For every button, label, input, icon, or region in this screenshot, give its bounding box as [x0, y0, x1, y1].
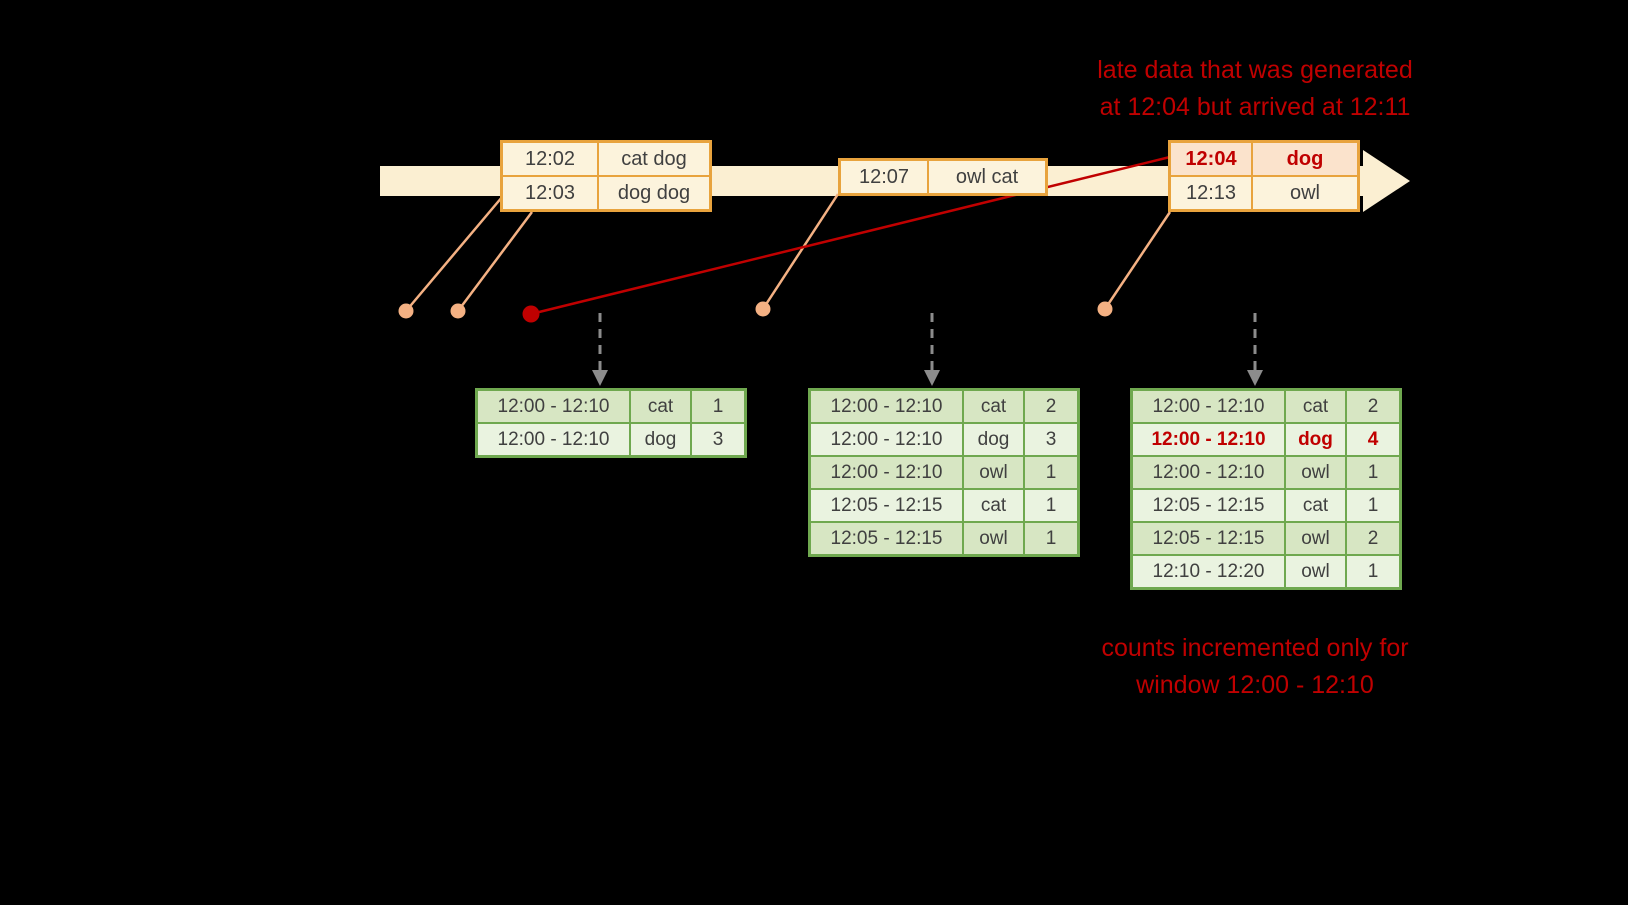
table-row: 12:02 cat dog: [500, 140, 712, 177]
window-cell: 12:05 - 12:15: [808, 488, 964, 523]
word-cell: owl: [1284, 554, 1347, 590]
counts-annotation-line2: window 12:00 - 12:10: [1136, 671, 1374, 699]
connector-line-1207: [761, 193, 840, 310]
table-row: 12:05 - 12:15 cat 1: [808, 488, 1080, 523]
count-cell: 3: [1023, 422, 1080, 457]
table-row: 12:05 - 12:15 cat 1: [1130, 488, 1402, 523]
word-cell: cat: [962, 388, 1025, 424]
count-cell: 2: [1345, 521, 1402, 556]
count-cell: 1: [690, 388, 747, 424]
table-row: 12:00 - 12:10 dog 3: [475, 422, 747, 458]
count-cell: 4: [1345, 422, 1402, 457]
arrival-dot-1203: [450, 303, 466, 319]
trigger-arrow-head-3: [1247, 370, 1263, 386]
table-row: 12:10 - 12:20 owl 1: [1130, 554, 1402, 590]
count-cell: 1: [1345, 455, 1402, 490]
event-words-cell: owl: [1251, 175, 1360, 212]
event-words-cell: owl cat: [927, 158, 1048, 196]
window-cell: 12:05 - 12:15: [808, 521, 964, 557]
late-data-dot: [522, 305, 540, 323]
table-row: 12:05 - 12:15 owl 2: [1130, 521, 1402, 556]
count-cell: 2: [1345, 388, 1402, 424]
count-cell: 2: [1023, 388, 1080, 424]
counts-annotation-line1: counts incremented only for: [1101, 634, 1409, 662]
window-cell: 12:00 - 12:10: [1130, 455, 1286, 490]
table-row: 12:00 - 12:10 owl 1: [1130, 455, 1402, 490]
count-cell: 1: [1023, 488, 1080, 523]
event-time-cell: 12:03: [500, 175, 599, 212]
arrival-dot-1207: [755, 301, 771, 317]
word-cell: owl: [962, 521, 1025, 557]
word-cell: dog: [629, 422, 692, 458]
result-table-1: 12:00 - 12:10 cat 1 12:00 - 12:10 dog 3: [475, 388, 747, 458]
count-cell: 1: [1023, 521, 1080, 557]
count-cell: 1: [1345, 554, 1402, 590]
event-table-1213: 12:04 dog 12:13 owl: [1168, 140, 1360, 212]
table-row: 12:03 dog dog: [500, 175, 712, 212]
event-words-cell: dog dog: [597, 175, 712, 212]
event-time-cell: 12:07: [838, 158, 929, 196]
word-cell: cat: [962, 488, 1025, 523]
event-time-cell: 12:02: [500, 140, 599, 177]
table-row: 12:00 - 12:10 cat 1: [475, 388, 747, 424]
window-cell: 12:00 - 12:10: [1130, 422, 1286, 457]
late-event-row: 12:04 dog: [1168, 140, 1360, 177]
trigger-arrow-head-2: [924, 370, 940, 386]
counts-annotation: counts incremented only for window 12:00…: [1035, 630, 1475, 704]
result-table-3: 12:00 - 12:10 cat 2 12:00 - 12:10 dog 4 …: [1130, 388, 1402, 590]
count-cell: 3: [690, 422, 747, 458]
table-row: 12:00 - 12:10 owl 1: [808, 455, 1080, 490]
timeline-arrow-head: [1363, 150, 1410, 212]
table-row: 12:05 - 12:15 owl 1: [808, 521, 1080, 557]
connector-line-1213: [1103, 211, 1172, 310]
word-cell: owl: [1284, 521, 1347, 556]
arrival-dot-1202: [398, 303, 414, 319]
word-cell: cat: [1284, 488, 1347, 523]
arrival-dot-1213: [1097, 301, 1113, 317]
result-table-2: 12:00 - 12:10 cat 2 12:00 - 12:10 dog 3 …: [808, 388, 1080, 557]
word-cell: cat: [629, 388, 692, 424]
event-words-cell: dog: [1251, 140, 1360, 177]
late-data-annotation: late data that was generated at 12:04 bu…: [1035, 52, 1475, 126]
trigger-arrow-head-1: [592, 370, 608, 386]
table-row: 12:00 - 12:10 dog 3: [808, 422, 1080, 457]
window-cell: 12:05 - 12:15: [1130, 488, 1286, 523]
window-cell: 12:00 - 12:10: [808, 455, 964, 490]
table-row: 12:00 - 12:10 cat 2: [808, 388, 1080, 424]
event-time-cell: 12:13: [1168, 175, 1253, 212]
window-cell: 12:00 - 12:10: [1130, 388, 1286, 424]
connector-line-1202: [405, 189, 509, 312]
late-data-annotation-line1: late data that was generated: [1097, 56, 1413, 84]
word-cell: dog: [1284, 422, 1347, 457]
word-cell: owl: [962, 455, 1025, 490]
word-cell: owl: [1284, 455, 1347, 490]
window-cell: 12:10 - 12:20: [1130, 554, 1286, 590]
word-cell: cat: [1284, 388, 1347, 424]
word-cell: dog: [962, 422, 1025, 457]
window-cell: 12:00 - 12:10: [808, 422, 964, 457]
window-cell: 12:00 - 12:10: [808, 388, 964, 424]
late-data-annotation-line2: at 12:04 but arrived at 12:11: [1099, 93, 1411, 121]
event-time-cell: 12:04: [1168, 140, 1253, 177]
connector-line-1203: [456, 211, 534, 312]
count-cell: 1: [1345, 488, 1402, 523]
updated-count-row: 12:00 - 12:10 dog 4: [1130, 422, 1402, 457]
count-cell: 1: [1023, 455, 1080, 490]
window-cell: 12:00 - 12:10: [475, 388, 631, 424]
table-row: 12:13 owl: [1168, 175, 1360, 212]
event-table-1207: 12:07 owl cat: [838, 158, 1048, 196]
event-words-cell: cat dog: [597, 140, 712, 177]
event-table-1202: 12:02 cat dog 12:03 dog dog: [500, 140, 712, 212]
table-row: 12:00 - 12:10 cat 2: [1130, 388, 1402, 424]
table-row: 12:07 owl cat: [838, 158, 1048, 196]
window-cell: 12:00 - 12:10: [475, 422, 631, 458]
window-cell: 12:05 - 12:15: [1130, 521, 1286, 556]
